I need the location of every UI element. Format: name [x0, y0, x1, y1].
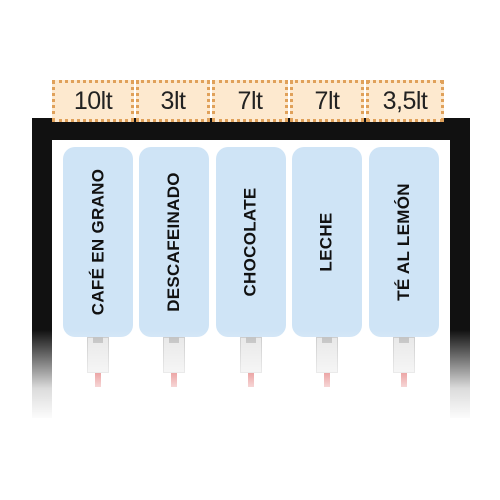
canister-1: CAFÉ EN GRANO: [63, 147, 133, 337]
canister-5: TÉ AL LEMÓN: [369, 147, 439, 337]
canister-2: DESCAFEINADO: [139, 147, 209, 337]
capacity-label-1: 10lt: [52, 80, 134, 122]
canister-label-2: DESCAFEINADO: [164, 172, 184, 312]
canister-label-1: CAFÉ EN GRANO: [88, 168, 108, 316]
canister-4: LECHE: [292, 147, 362, 337]
capacity-label-4: 7lt: [290, 80, 364, 122]
bottom-fade: [20, 330, 480, 460]
canister-label-5: TÉ AL LEMÓN: [394, 183, 414, 301]
canister-3: CHOCOLATE: [216, 147, 286, 337]
capacity-label-5: 3,5lt: [366, 80, 444, 122]
capacity-label-3: 7lt: [212, 80, 288, 122]
canister-label-3: CHOCOLATE: [241, 187, 261, 297]
canister-label-4: LECHE: [317, 212, 336, 272]
capacity-label-2: 3lt: [136, 80, 210, 122]
